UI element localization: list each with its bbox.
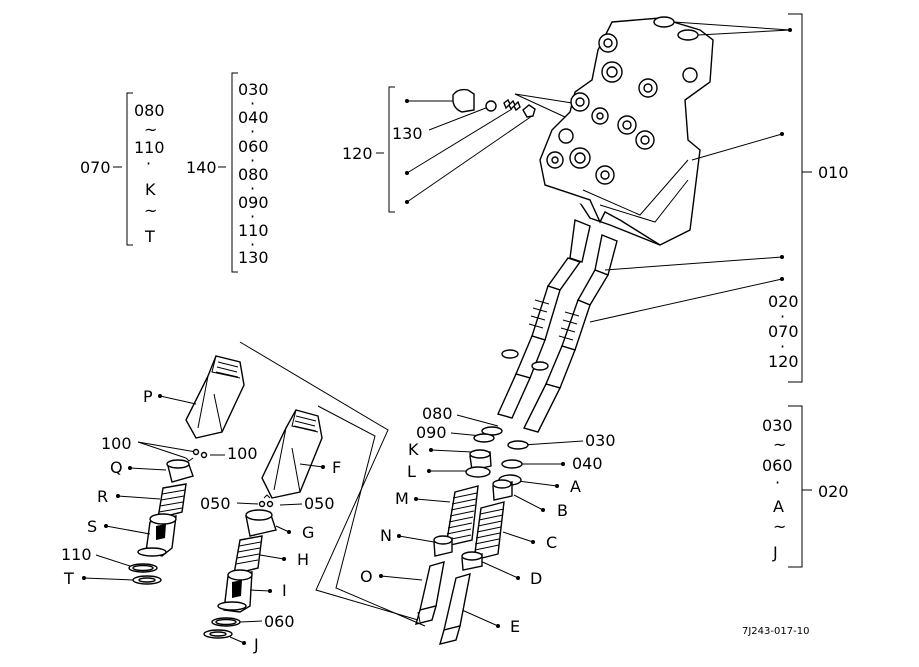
callout-050-b: 050 <box>304 494 335 513</box>
group-140: 140 030 · 040 · 060 · 080 · 090 · 110 · … <box>186 72 269 273</box>
top-seal <box>677 29 699 41</box>
callout-040: 040 <box>572 454 603 473</box>
callout-030: 030 <box>585 431 616 450</box>
group-020-item: A <box>773 497 784 516</box>
group-140-item: · <box>250 207 255 226</box>
callout-100-b: 100 <box>227 444 258 463</box>
group-140-label: 140 <box>186 158 217 177</box>
callout-G: G <box>302 523 314 542</box>
group-020a-item: 020 <box>768 292 799 311</box>
callout-B: B <box>557 501 568 520</box>
callout-C: C <box>546 533 557 552</box>
plug-part <box>452 88 475 113</box>
spool-right <box>522 234 618 433</box>
group-120: 120 130 <box>342 86 586 213</box>
group-140-item: · <box>250 94 255 113</box>
callout-O: O <box>360 567 373 586</box>
group-070-item: 110 <box>134 138 165 157</box>
middle-assembly: F 050 050 G H I 060 <box>200 409 341 654</box>
group-140-item: 110 <box>238 221 269 240</box>
callout-K: K <box>408 440 419 459</box>
group-140-item: 040 <box>238 108 269 127</box>
group-140-item: · <box>250 235 255 254</box>
callout-060: 060 <box>264 612 295 631</box>
callout-R: R <box>97 487 108 506</box>
group-070-item: ~ <box>144 201 157 220</box>
group-070-item: K <box>145 180 156 199</box>
spring-M <box>445 485 479 547</box>
callout-D: D <box>530 569 542 588</box>
group-070-item: T <box>144 227 155 246</box>
callout-E: E <box>510 617 520 636</box>
spring-part <box>503 98 521 112</box>
callout-M: M <box>395 489 409 508</box>
callout-F: F <box>332 458 341 477</box>
group-140-item: 030 <box>238 80 269 99</box>
group-020-item: 060 <box>762 456 793 475</box>
group-140-item: · <box>250 151 255 170</box>
group-010: 010 020 · 070 · 120 <box>589 13 849 383</box>
group-020-item: · <box>775 473 780 492</box>
group-020a-item: · <box>780 337 785 356</box>
group-020-item: ~ <box>773 517 786 536</box>
ball-part <box>485 100 497 112</box>
valve-body-ports <box>546 33 698 185</box>
figure-code: 7J243-017-10 <box>742 626 809 637</box>
group-070-item: 080 <box>134 101 165 120</box>
group-120-label: 120 <box>342 144 373 163</box>
callout-Q: Q <box>110 458 123 477</box>
callout-P: P <box>143 387 153 406</box>
callout-S: S <box>87 517 97 536</box>
callout-I: I <box>282 581 287 600</box>
valve-body <box>539 16 791 246</box>
group-070-item: · <box>146 154 151 173</box>
poppet-part <box>522 104 536 118</box>
callout-110: 110 <box>61 545 92 564</box>
group-140-item: · <box>250 179 255 198</box>
callout-L: L <box>407 462 416 481</box>
spring-R <box>157 483 187 519</box>
group-020-label: 020 <box>818 482 849 501</box>
callout-100-a: 100 <box>101 434 132 453</box>
group-070: 070 080 ~ 110 · K ~ T <box>80 92 165 246</box>
group-140-item: 080 <box>238 165 269 184</box>
callout-N: N <box>380 526 392 545</box>
group-070-item: ~ <box>144 120 157 139</box>
center-parts <box>414 426 529 645</box>
group-140-item: 090 <box>238 193 269 212</box>
callout-130: 130 <box>392 124 423 143</box>
group-020: 020 030 ~ 060 · A ~ J <box>762 405 849 568</box>
group-020a-item: 120 <box>768 352 799 371</box>
group-010-label: 010 <box>818 163 849 182</box>
callout-J: J <box>253 635 259 654</box>
group-070-label: 070 <box>80 158 111 177</box>
group-020-item: ~ <box>773 435 786 454</box>
group-020a-item: 070 <box>768 322 799 341</box>
spring-C <box>473 501 505 561</box>
left-assembly: P 100 100 Q R S 110 <box>61 355 258 588</box>
callout-090: 090 <box>416 423 447 442</box>
group-020a-item: · <box>780 307 785 326</box>
callout-050-a: 050 <box>200 494 231 513</box>
group-020-item: 030 <box>762 416 793 435</box>
assembly-path-lines <box>239 341 426 627</box>
spring-H <box>233 535 263 575</box>
group-140-item: · <box>250 122 255 141</box>
spool-left <box>497 219 591 419</box>
center-callouts: 080 090 K L M N O 030 040 A B C D E <box>360 404 616 636</box>
callout-080: 080 <box>422 404 453 423</box>
callout-H: H <box>297 550 309 569</box>
callout-T: T <box>63 569 74 588</box>
group-140-item: 060 <box>238 137 269 156</box>
group-140-item: 130 <box>238 248 269 267</box>
callout-A: A <box>570 477 581 496</box>
top-seal <box>653 16 675 28</box>
group-020-item: J <box>772 543 778 562</box>
